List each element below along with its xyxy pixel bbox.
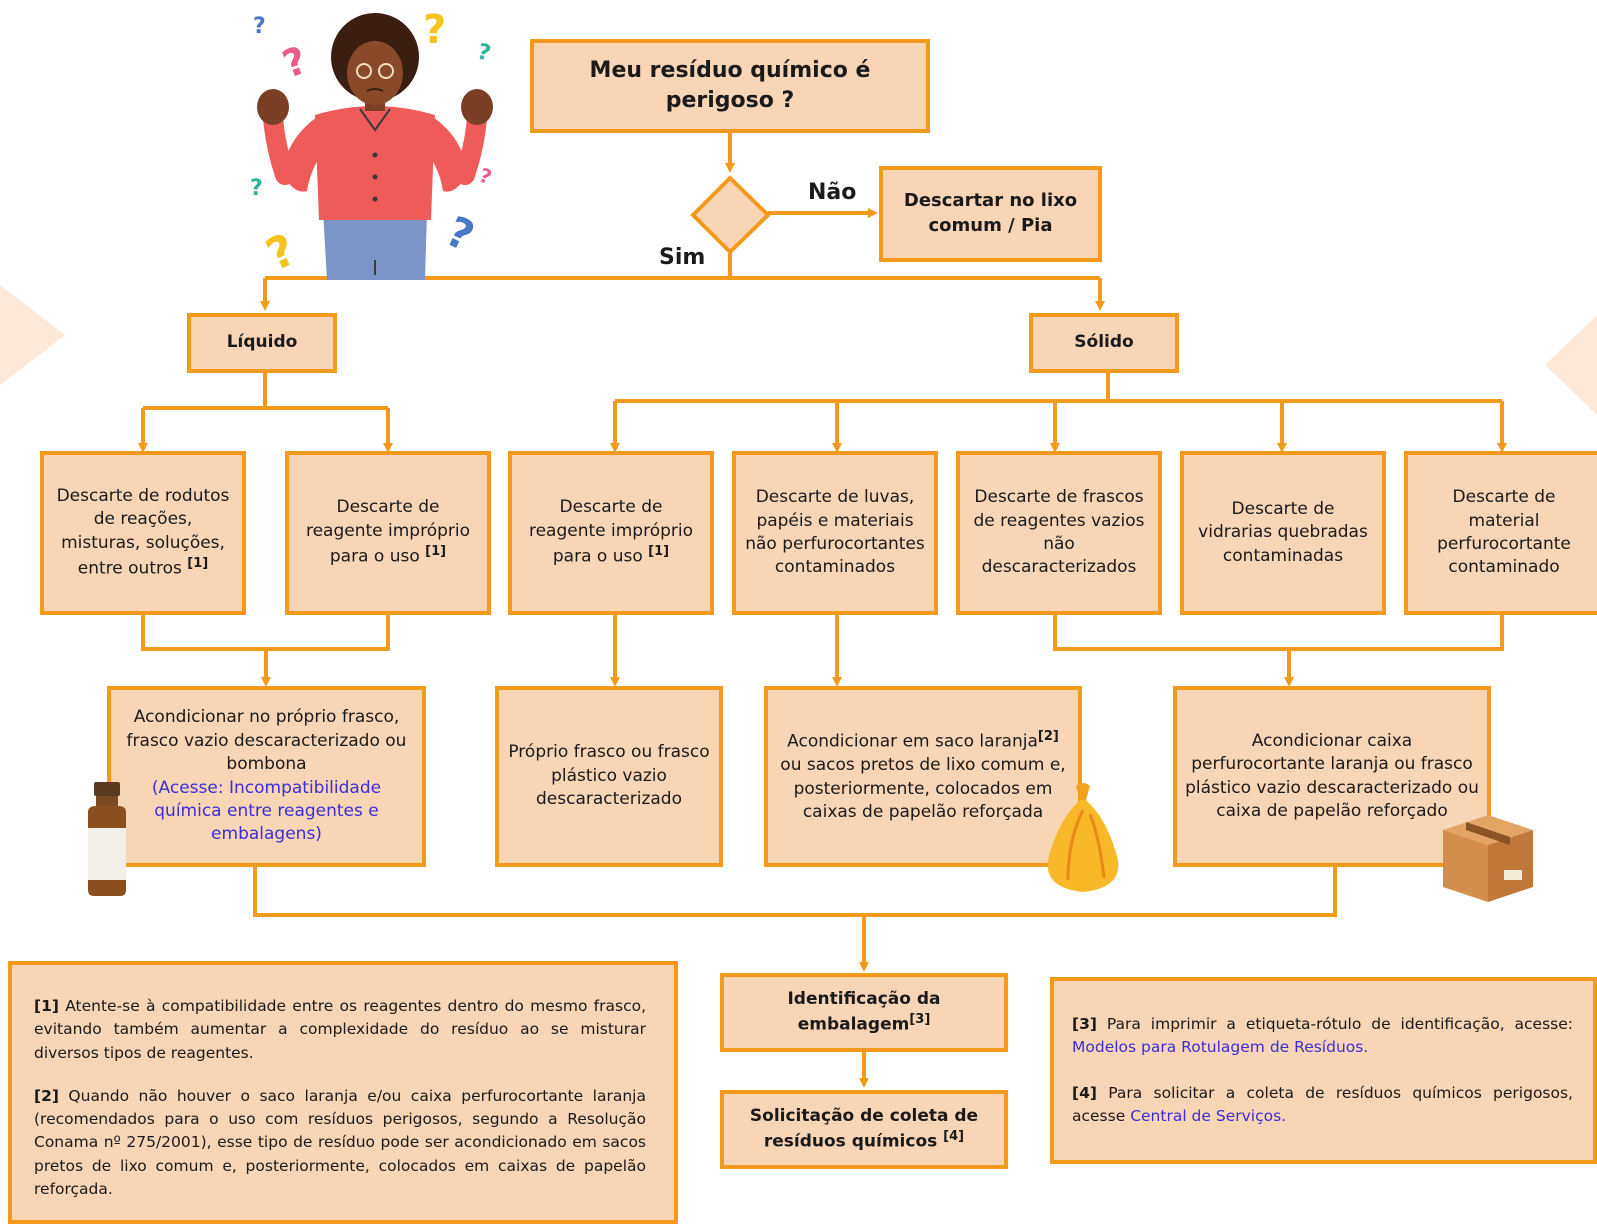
solid-item-gloves-text: Descarte de luvas, papéis e materiais nã… xyxy=(745,487,925,578)
note-4: [4] Para solicitar a coleta de resíduos … xyxy=(1072,1082,1573,1129)
liquid-item-reagent: Descarte de reagente impróprio para o us… xyxy=(285,451,491,615)
orange-bag-icon xyxy=(1047,783,1119,892)
ref-4: [4] xyxy=(943,1129,965,1145)
note-1-text: Atente-se à compatibilidade entre os rea… xyxy=(34,997,646,1062)
note-3-text: Para imprimir a etiqueta-rótulo de ident… xyxy=(1106,1015,1573,1033)
note-4-text: Para solicitar a coleta de resíduos quím… xyxy=(1072,1083,1573,1125)
note-4-ref: [4] xyxy=(1072,1083,1097,1102)
reagent-bottle-icon xyxy=(88,782,126,896)
labeling-models-link[interactable]: Modelos para Rotulagem de Resíduos. xyxy=(1072,1038,1369,1057)
solid-item-bottles: Descarte de frascos de reagentes vazios … xyxy=(956,451,1162,615)
solid-item-reagent-text: Descarte de reagente impróprio para o us… xyxy=(528,497,694,568)
confused-person-icon: ? ? ? ? ? ? ? ? xyxy=(250,7,495,280)
note-3-ref: [3] xyxy=(1072,1015,1097,1033)
svg-text:?: ? xyxy=(474,39,493,66)
no-label: Não xyxy=(808,180,857,205)
discard-common-box: Descartar no lixo comum / Pia xyxy=(879,166,1102,262)
notes-right-box: [3] Para imprimir a etiqueta-rótulo de i… xyxy=(1050,977,1597,1164)
incompatibility-link[interactable]: (Acesse: Incompatibilidade química entre… xyxy=(151,777,382,845)
solid-item-bottles-text: Descarte de frascos de reagentes vazios … xyxy=(973,487,1145,578)
svg-text:?: ? xyxy=(277,38,313,87)
liquid-title: Líquido xyxy=(226,332,298,353)
collection-box: Solicitação de coleta de resíduos químic… xyxy=(720,1090,1008,1169)
solid-title: Sólido xyxy=(1074,332,1134,353)
liquid-item-reagent-text: Descarte de reagente impróprio para o us… xyxy=(305,497,471,568)
solid-container-sharps-text: Acondicionar caixa perfurocortante laran… xyxy=(1185,730,1479,821)
ref-2: [2] xyxy=(1037,729,1059,745)
question-text: Meu resíduo químico é perigoso ? xyxy=(589,57,871,113)
liquid-item-products: Descarte de rodutos de reações, misturas… xyxy=(40,451,246,615)
solid-container-bag-text-b: ou sacos pretos de lixo comum e, posteri… xyxy=(780,755,1066,823)
ref-3: [3] xyxy=(909,1012,931,1028)
solid-item-gloves: Descarte de luvas, papéis e materiais nã… xyxy=(732,451,938,615)
question-box: Meu resíduo químico é perigoso ? xyxy=(530,39,930,133)
ref-1: [1] xyxy=(425,544,447,560)
solid-item-glassware-text: Descarte de vidrarias quebradas contamin… xyxy=(1198,498,1368,566)
note-1: [1] Atente-se à compatibilidade entre os… xyxy=(34,995,646,1065)
liquid-item-products-text: Descarte de rodutos de reações, misturas… xyxy=(56,485,230,579)
note-2-ref: [2] xyxy=(34,1086,59,1105)
solid-container-bag: Acondicionar em saco laranja[2] ou sacos… xyxy=(764,686,1082,867)
collection-text: Solicitação de coleta de resíduos químic… xyxy=(749,1105,979,1152)
liquid-container-box: Acondicionar no próprio frasco, frasco v… xyxy=(107,686,426,867)
svg-text:?: ? xyxy=(476,163,495,190)
note-2-text: Quando não houver o saco laranja e/ou ca… xyxy=(34,1086,646,1198)
solid-item-sharps-text: Descarte de material perfurocortante con… xyxy=(1437,487,1571,578)
liquid-container-text: Acondicionar no próprio frasco, frasco v… xyxy=(126,707,407,775)
ref-1: [1] xyxy=(187,556,209,572)
discard-common-text: Descartar no lixo comum / Pia xyxy=(903,190,1078,236)
svg-text:?: ? xyxy=(259,224,304,280)
service-center-link[interactable]: Central de Serviços. xyxy=(1130,1106,1287,1125)
identification-text: Identificação da embalagem xyxy=(787,988,941,1035)
svg-text:?: ? xyxy=(439,206,482,261)
solid-item-reagent: Descarte de reagente impróprio para o us… xyxy=(508,451,714,615)
cardboard-box-icon xyxy=(1443,815,1533,902)
solid-box: Sólido xyxy=(1029,313,1179,373)
solid-container-bag-text-a: Acondicionar em saco laranja xyxy=(787,731,1038,752)
note-2: [2] Quando não houver o saco laranja e/o… xyxy=(34,1085,646,1201)
solid-container-bottle: Próprio frasco ou frasco plástico vazio … xyxy=(495,686,723,867)
solid-container-bottle-text: Próprio frasco ou frasco plástico vazio … xyxy=(508,742,710,810)
yes-label: Sim xyxy=(659,245,706,270)
svg-text:?: ? xyxy=(250,176,263,201)
identification-box: Identificação da embalagem[3] xyxy=(720,973,1008,1052)
svg-text:?: ? xyxy=(423,7,446,53)
solid-item-sharps: Descarte de material perfurocortante con… xyxy=(1404,451,1597,615)
solid-item-glassware: Descarte de vidrarias quebradas contamin… xyxy=(1180,451,1386,615)
liquid-box: Líquido xyxy=(187,313,337,373)
ref-1: [1] xyxy=(648,544,670,560)
svg-text:?: ? xyxy=(253,14,266,39)
solid-container-sharps: Acondicionar caixa perfurocortante laran… xyxy=(1173,686,1491,867)
note-3: [3] Para imprimir a etiqueta-rótulo de i… xyxy=(1072,1013,1573,1060)
note-1-ref: [1] xyxy=(34,997,59,1015)
notes-left-box: [1] Atente-se à compatibilidade entre os… xyxy=(8,961,678,1224)
decision-diamond xyxy=(690,175,771,255)
